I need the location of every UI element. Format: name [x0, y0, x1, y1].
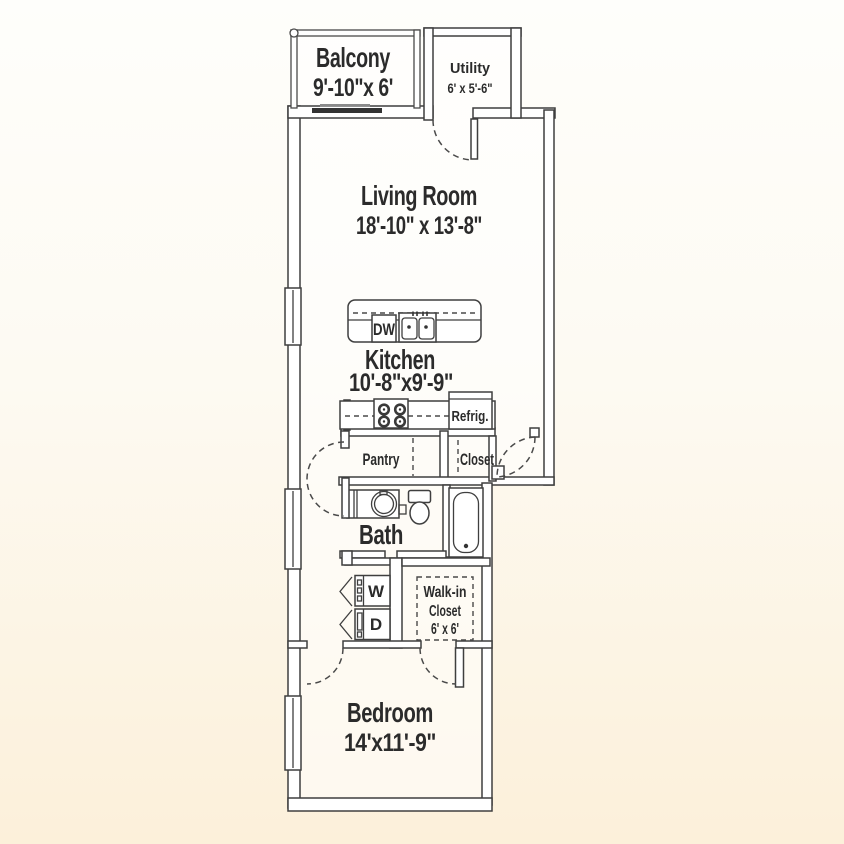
- living-room-dims: 18'-10" x 13'-8": [356, 212, 482, 240]
- entry-wall-stub: [529, 427, 540, 438]
- hall-bottom-band: [338, 476, 555, 486]
- utility-label: Utility: [450, 60, 491, 77]
- sliding-door-track: [320, 104, 370, 107]
- bifold-door-lower: [339, 609, 353, 640]
- sink-basin-right: [418, 317, 435, 340]
- vanity-faucet: [379, 489, 388, 496]
- sink-basin-left: [401, 317, 418, 340]
- bottom-exterior-wall: [287, 797, 493, 812]
- bedroom-dims: 14'x11'-9": [344, 729, 436, 757]
- doors: [306, 118, 536, 688]
- walkin-door-leaf: [454, 647, 465, 688]
- bedroom-top-wall-right: [455, 640, 493, 649]
- bathtub-inner: [452, 491, 480, 554]
- bathtub-drain: [463, 543, 469, 549]
- kitchen-dims: 10'-8"x9'-9": [349, 369, 453, 397]
- walkin-top-wall: [401, 557, 491, 567]
- hall-door-swing-arc: [306, 441, 345, 517]
- washer-control: [356, 587, 363, 594]
- utility-door-leaf: [470, 118, 479, 160]
- refrigerator-box: [448, 391, 493, 430]
- closet-label: Closet: [460, 450, 494, 469]
- walkin-closet-dims: 6' x 6': [431, 621, 459, 638]
- bifold-door-upper: [339, 576, 353, 607]
- kitchen-label: Kitchen: [365, 344, 435, 375]
- toilet-bowl: [409, 501, 430, 525]
- balcony-interior: [290, 30, 420, 108]
- walkin-closet-shelf: [416, 576, 474, 641]
- utility-dims: 6' x 5'-6": [448, 80, 493, 96]
- sink-faucet: [412, 311, 428, 316]
- balcony-rail-top: [290, 29, 421, 37]
- walkin-left-wall: [389, 557, 403, 649]
- pantry-closet-divider: [439, 430, 449, 482]
- closet-entry-wall: [488, 435, 497, 482]
- laundry-fixtures: [339, 574, 391, 641]
- vanity-sink-outer: [370, 490, 398, 518]
- labels: Balcony 9'-10"x 6' Utility 6' x 5'-6" Li…: [313, 42, 494, 757]
- utility-top-wall: [423, 27, 522, 37]
- balcony-dims: 9'-10"x 6': [313, 74, 393, 102]
- bath-fixtures: [346, 487, 484, 558]
- dishwasher-box: [371, 314, 397, 343]
- washer-control: [356, 579, 363, 586]
- living-room-window: [284, 287, 302, 346]
- washer-label: W: [368, 582, 385, 601]
- pantry-left-stub: [340, 430, 350, 449]
- bath-bottom-wall-right: [396, 550, 447, 559]
- vanity: [346, 489, 400, 519]
- bedroom-label: Bedroom: [347, 697, 433, 728]
- refrigerator-label: Refrig.: [452, 408, 489, 425]
- utility-right-wall: [510, 27, 522, 119]
- dryer-label: D: [370, 615, 382, 634]
- balcony-structure: [289, 28, 421, 113]
- laundry-jog: [341, 550, 353, 566]
- dryer-control: [356, 631, 363, 638]
- sink-drain-left: [407, 325, 411, 329]
- bedroom-top-wall-mid: [342, 640, 422, 649]
- sliding-door: [312, 108, 382, 113]
- sink-drain-right: [424, 325, 428, 329]
- entry-door-swing-arc-b: [496, 436, 536, 478]
- stove-burners: [377, 403, 407, 428]
- pantry-label: Pantry: [363, 450, 400, 469]
- hall-door-leaf: [341, 477, 350, 519]
- dishwasher-label: DW: [373, 320, 396, 339]
- kitchen-fixtures: [339, 299, 496, 430]
- walkin-closet-label-2: Closet: [429, 603, 461, 620]
- right-exterior-wall-upper: [543, 109, 555, 486]
- dryer-control: [356, 612, 363, 631]
- dryer-box: [354, 608, 391, 641]
- walls: [287, 27, 556, 812]
- living-room-label: Living Room: [361, 180, 477, 211]
- windows: [284, 287, 302, 771]
- bath-side-box: [398, 504, 407, 515]
- balcony-rail-right: [413, 29, 421, 109]
- walkin-closet-label-1: Walk-in: [424, 584, 467, 601]
- balcony-rail-left: [290, 29, 298, 109]
- bath-label: Bath: [359, 519, 403, 550]
- bedroom-window: [284, 695, 302, 771]
- balcony-label: Balcony: [316, 42, 391, 73]
- toilet-tank: [407, 489, 432, 504]
- bath-window: [284, 488, 302, 570]
- washer-control: [356, 595, 363, 602]
- entry-door-swing-arc-a: [496, 436, 536, 478]
- shelving: [412, 438, 474, 641]
- balcony-rail-post: [289, 28, 299, 38]
- bedroom-top-wall-left: [287, 640, 308, 649]
- utility-left-wall: [423, 27, 434, 121]
- utility-door-swing-arc: [432, 119, 474, 161]
